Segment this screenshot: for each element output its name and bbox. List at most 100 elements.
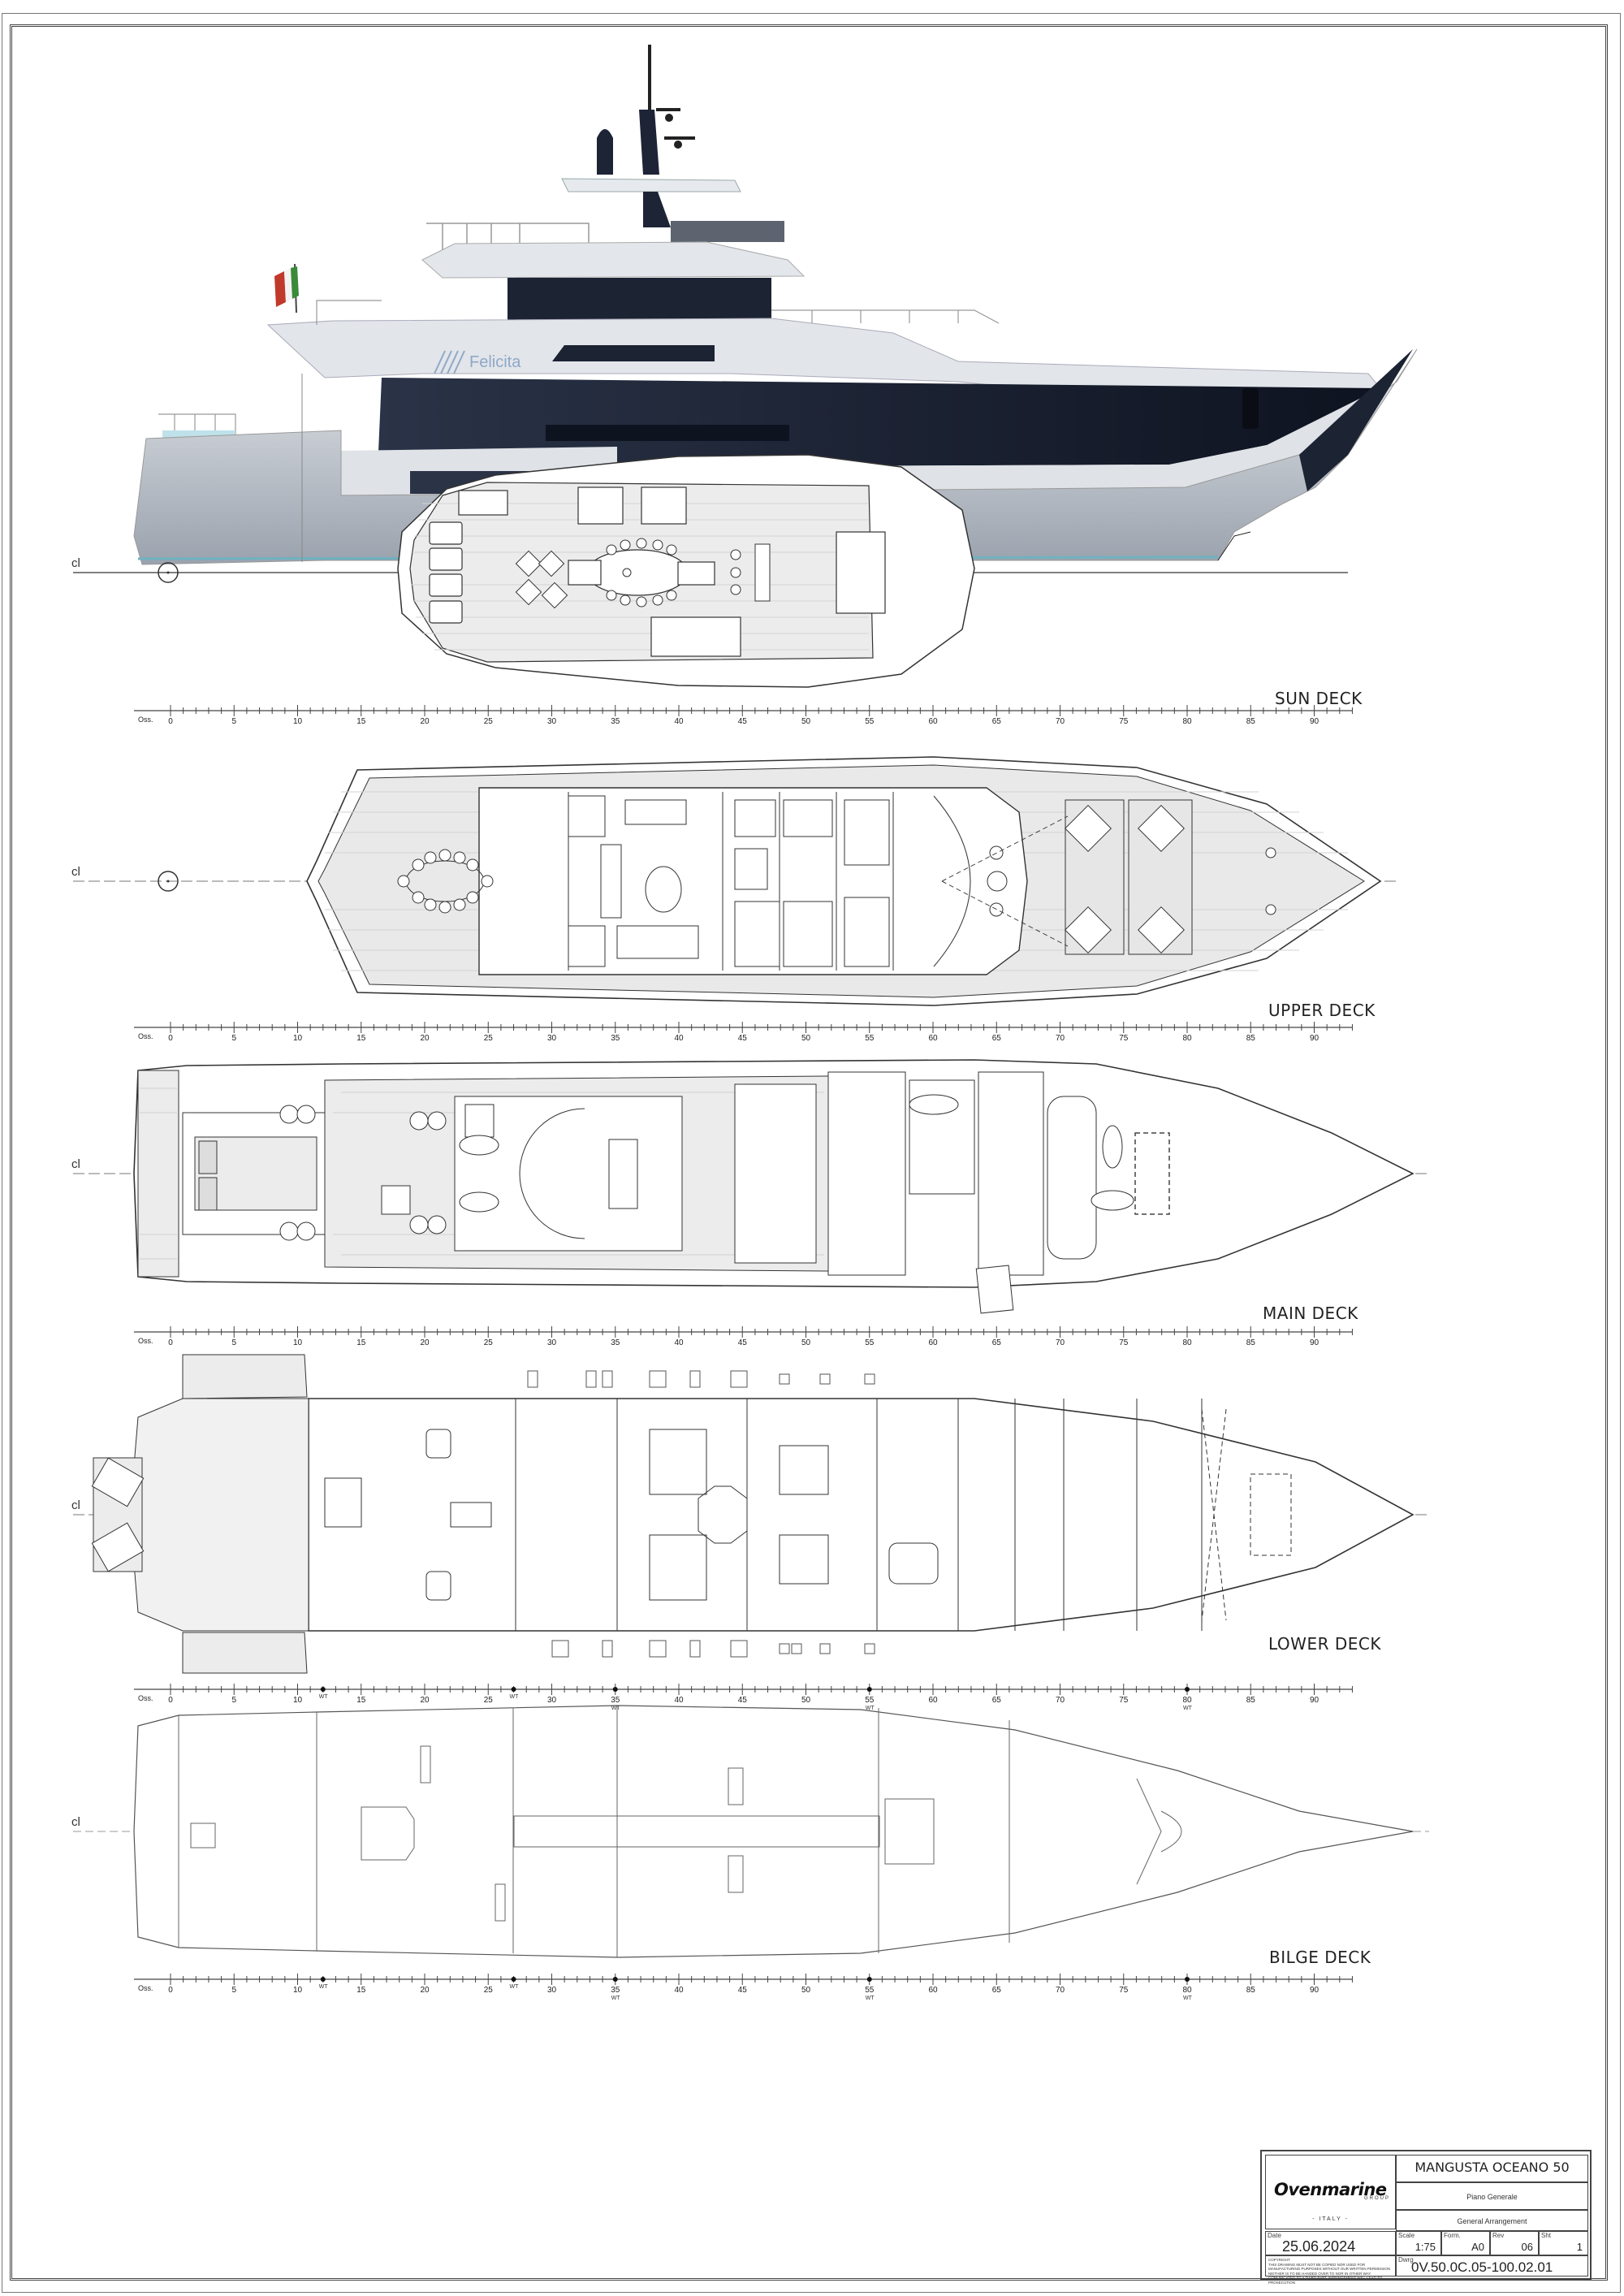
frame-scale-tick-label: 90 xyxy=(1309,1338,1320,1347)
frame-scale-tick-label: 80 xyxy=(1182,1696,1192,1705)
drawing-border-inner xyxy=(10,24,1608,2281)
watertight-marker-label: WT xyxy=(1183,1995,1192,2001)
frame-scale-tick-label: 70 xyxy=(1055,717,1065,726)
frame-scale-title: Oss. xyxy=(138,1694,153,1702)
frame-scale-tick-label: 85 xyxy=(1246,1034,1255,1043)
drawing-title-english: General Arrangement xyxy=(1396,2210,1588,2231)
datum-circle-icon xyxy=(158,562,179,583)
date-value: 25.06.2024 xyxy=(1282,2238,1356,2255)
frame-scale-tick-label: 30 xyxy=(546,1696,557,1705)
frame-scale-tick-label: 60 xyxy=(928,717,938,726)
frame-scale-tick-label: 15 xyxy=(356,1696,366,1705)
watertight-marker-label: WT xyxy=(611,1995,620,2001)
drawing-title-italian: Piano Generale xyxy=(1396,2182,1588,2210)
frame-scale-tick-label: 75 xyxy=(1119,1696,1129,1705)
frame-scale-tick-label: 20 xyxy=(420,717,430,726)
frame-scale-tick-label: 15 xyxy=(356,717,366,726)
frame-scale-tick-label: 65 xyxy=(991,1034,1001,1043)
frame-scale-tick-label: 45 xyxy=(737,1338,747,1347)
datum-circle-icon xyxy=(158,871,179,892)
title-block: Ovenmarine GROUP - ITALY - MANGUSTA OCEA… xyxy=(1260,2150,1592,2285)
watertight-marker-label: WT xyxy=(1183,1706,1192,1711)
frame-scale-tick-label: 55 xyxy=(865,717,875,726)
revision-cell: Rev 06 xyxy=(1490,2231,1539,2255)
frame-scale-tick-label: 65 xyxy=(991,1696,1001,1705)
watertight-marker-label: WT xyxy=(865,1706,875,1711)
frame-scale-tick-label: 5 xyxy=(231,717,237,726)
frame-scale-tick-label: 50 xyxy=(801,1986,811,1995)
frame-scale-title: Oss. xyxy=(138,716,153,724)
frame-scale-tick-label: 30 xyxy=(546,1986,557,1995)
frame-scale-tick-label: 55 xyxy=(865,1986,875,1995)
frame-scale-title: Oss. xyxy=(138,1337,153,1345)
frame-scale-tick-label: 60 xyxy=(928,1338,938,1347)
frame-scale-tick-label: 0 xyxy=(168,1338,173,1347)
vessel-name-hull: Felicita xyxy=(469,353,521,371)
frame-scale-tick-label: 10 xyxy=(292,1696,303,1705)
frame-scale-tick-label: 10 xyxy=(292,1034,303,1043)
deck-label-bilge: BILGE DECK xyxy=(1269,1948,1371,1967)
frame-scale-tick-label: 0 xyxy=(168,1034,173,1043)
date-cell: Date 25.06.2024 xyxy=(1265,2231,1396,2255)
mast-icon xyxy=(597,45,695,175)
frame-scale-tick-label: 85 xyxy=(1246,717,1255,726)
deck-label-lower: LOWER DECK xyxy=(1268,1634,1381,1654)
watertight-marker-label: WT xyxy=(865,1995,875,2001)
watertight-marker-label: WT xyxy=(509,1694,519,1700)
company-group: GROUP xyxy=(1363,2196,1390,2201)
frame-scale-tick-label: 65 xyxy=(991,1986,1001,1995)
format-cell: Form. A0 xyxy=(1441,2231,1490,2255)
frame-scale-tick-label: 55 xyxy=(865,1696,875,1705)
drawing-number-label: Dwrg xyxy=(1398,2256,1414,2264)
frame-scale-tick-label: 80 xyxy=(1182,1986,1192,1995)
frame-scale-tick-label: 65 xyxy=(991,717,1001,726)
format-value: A0 xyxy=(1471,2241,1484,2253)
frame-scale-tick-label: 85 xyxy=(1246,1338,1255,1347)
deck-label-upper: UPPER DECK xyxy=(1268,1001,1376,1020)
centerline-label: cl xyxy=(71,1498,80,1512)
frame-scale-tick-label: 90 xyxy=(1309,1696,1320,1705)
frame-scale-tick-label: 75 xyxy=(1119,1034,1129,1043)
frame-scale-tick-label: 80 xyxy=(1182,1034,1192,1043)
date-label: Date xyxy=(1268,2232,1281,2239)
frame-scale-tick-label: 10 xyxy=(292,1338,303,1347)
frame-scale-tick-label: 60 xyxy=(928,1986,938,1995)
frame-scale-tick-label: 0 xyxy=(168,1986,173,1995)
frame-scale-tick-label: 75 xyxy=(1119,1986,1129,1995)
frame-scale-tick-label: 35 xyxy=(611,1696,620,1705)
frame-scale-tick-label: 70 xyxy=(1055,1986,1065,1995)
project-title: MANGUSTA OCEANO 50 xyxy=(1396,2155,1588,2182)
copyright-title: COPYRIGHT xyxy=(1268,2258,1290,2262)
deck-label-sun: SUN DECK xyxy=(1275,689,1363,708)
frame-scale-tick-label: 20 xyxy=(420,1986,430,1995)
revision-label: Rev xyxy=(1492,2232,1505,2239)
drawing-number-value: 0V.50.0C.05-100.02.01 xyxy=(1411,2259,1553,2275)
company-country: - ITALY - xyxy=(1312,2216,1349,2222)
frame-scale-tick-label: 25 xyxy=(483,717,493,726)
frame-scale-tick-label: 5 xyxy=(231,1986,237,1995)
frame-scale-tick-label: 65 xyxy=(991,1338,1001,1347)
frame-scale-tick-label: 5 xyxy=(231,1696,237,1705)
frame-scale-tick-label: 50 xyxy=(801,1696,811,1705)
frame-scale-tick-label: 30 xyxy=(546,1338,557,1347)
frame-scale-tick-label: 25 xyxy=(483,1338,493,1347)
frame-scale-tick-label: 10 xyxy=(292,717,303,726)
frame-scale-title: Oss. xyxy=(138,1984,153,1992)
frame-scale-tick-label: 40 xyxy=(674,1986,684,1995)
frame-scale-tick-label: 50 xyxy=(801,717,811,726)
frame-scale-tick-label: 25 xyxy=(483,1696,493,1705)
frame-scale-tick-label: 70 xyxy=(1055,1338,1065,1347)
frame-scale-tick-label: 40 xyxy=(674,1034,684,1043)
frame-scale-tick-label: 15 xyxy=(356,1338,366,1347)
frame-scale-tick-label: 70 xyxy=(1055,1034,1065,1043)
revision-value: 06 xyxy=(1521,2241,1533,2253)
frame-scale-tick-label: 30 xyxy=(546,1034,557,1043)
frame-scale-tick-label: 45 xyxy=(737,1986,747,1995)
centerline-label: cl xyxy=(71,1157,80,1171)
company-name: Ovenmarine xyxy=(1274,2180,1387,2199)
